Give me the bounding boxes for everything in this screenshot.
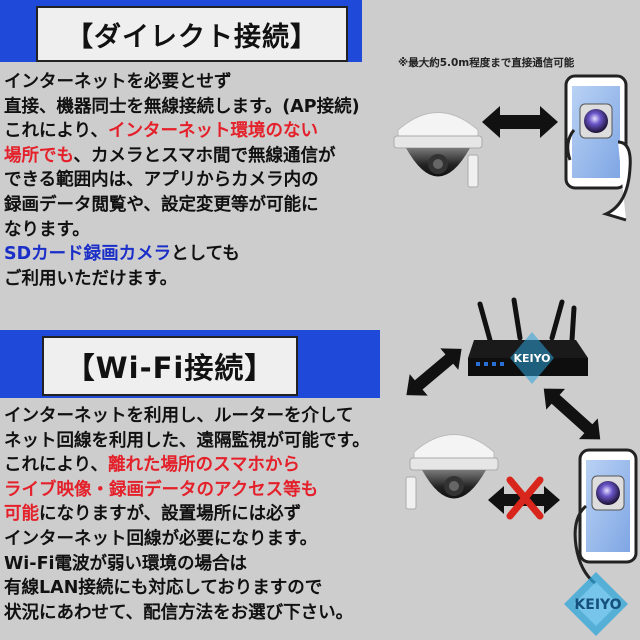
section2-text-segment: Wi-Fi電波が弱い環境の場合は: [4, 553, 248, 574]
section2-line: 可能になりますが、設置場所には必ず: [4, 502, 370, 527]
section1-text-segment: 場所でも: [4, 145, 74, 166]
section2-text-segment: これにより、: [4, 455, 108, 476]
double-arrow-icon: [543, 388, 601, 440]
section1-text-segment: 直接、機器同士を無線接続します。(AP接続): [4, 96, 360, 117]
section2-text-segment: 状況にあわせて、配信方法をお選び下さい。: [4, 602, 354, 623]
section2-line: 有線LAN接続にも対応しておりますので: [4, 576, 370, 601]
section1-line: できる範囲内は、アプリからカメラ内の: [4, 168, 360, 193]
double-arrow-icon: [406, 348, 462, 396]
section1-line: 直接、機器同士を無線接続します。(AP接続): [4, 95, 360, 120]
router-logo-text: KEIYO: [513, 352, 550, 365]
section1-text-segment: 、カメラとスマホ間で無線通信が: [73, 145, 336, 166]
camera-icon: [393, 112, 483, 188]
section1-title: 【ダイレクト接続】: [36, 6, 348, 62]
section1-text-segment: ご利用いただけます。: [4, 268, 178, 289]
section2-line: インターネットを利用し、ルーターを介して: [4, 404, 370, 429]
section2-text-segment: ライブ映像・録画データのアクセス等も: [4, 479, 319, 500]
section1-line: 場所でも、カメラとスマホ間で無線通信が: [4, 144, 360, 169]
section2-text-segment: になりますが、設置場所には必ず: [39, 504, 302, 525]
section1-text-segment: これにより、: [4, 121, 108, 142]
section2-line: インターネット回線が必要になります。: [4, 527, 370, 552]
section2-line: 状況にあわせて、配信方法をお選び下さい。: [4, 601, 370, 626]
section1-text-segment: インターネット環境のない: [107, 121, 318, 142]
section1-text-segment: なります。: [4, 219, 90, 240]
section1-text-segment: インターネットを必要とせず: [4, 72, 232, 92]
section1-text-segment: できる範囲内は、アプリからカメラ内の: [4, 170, 319, 191]
section2-text-segment: インターネットを利用し、ルーターを介して: [4, 406, 354, 426]
section2-text: インターネットを利用し、ルーターを介してネット回線を利用した、遠隔監視が可能です…: [4, 404, 370, 625]
section1-text-segment: SDカード録画カメラ: [4, 244, 172, 265]
brand-logo-text: KEIYO: [574, 597, 621, 613]
camera-icon: [405, 434, 499, 510]
section2-text-segment: 可能: [4, 504, 39, 525]
section1-line: インターネットを必要とせず: [4, 70, 360, 95]
section2-text-segment: 有線LAN接続にも対応しておりますので: [4, 578, 323, 599]
section2-line: ライブ映像・録画データのアクセス等も: [4, 478, 370, 503]
range-note: ※最大約5.0m程度まで直接通信可能: [398, 57, 575, 69]
section2-text-segment: 離れた場所のスマホから: [107, 455, 300, 476]
section1-line: 録画データ閲覧や、設定変更等が可能に: [4, 193, 360, 218]
section1-line: SDカード録画カメラとしても: [4, 242, 360, 267]
double-arrow-icon: [482, 106, 558, 138]
section2-text-segment: インターネット回線が必要になります。: [4, 528, 318, 549]
section1-line: これにより、インターネット環境のない: [4, 119, 360, 144]
section2-line: ネット回線を利用した、遠隔監視が可能です。: [4, 429, 370, 454]
section1-text-segment: としても: [171, 244, 240, 265]
smartphone-icon: [573, 448, 638, 586]
section2-title: 【Wi-Fi接続】: [42, 336, 298, 396]
router-icon: [468, 297, 588, 384]
section1-line: なります。: [4, 218, 360, 243]
section1-text-segment: 録画データ閲覧や、設定変更等が可能に: [4, 194, 319, 215]
section1-text: インターネットを必要とせず直接、機器同士を無線接続します。(AP接続)これにより…: [4, 70, 360, 291]
section2-text-segment: ネット回線を利用した、遠隔監視が可能です。: [4, 430, 370, 451]
cross-mark-icon: [506, 476, 544, 520]
section2-line: Wi-Fi電波が弱い環境の場合は: [4, 552, 370, 577]
section2-line: これにより、離れた場所のスマホから: [4, 453, 370, 478]
double-arrow-icon: [488, 486, 560, 514]
section1-line: ご利用いただけます。: [4, 267, 360, 292]
brand-logo: [564, 572, 628, 636]
smartphone-icon: [564, 74, 632, 222]
